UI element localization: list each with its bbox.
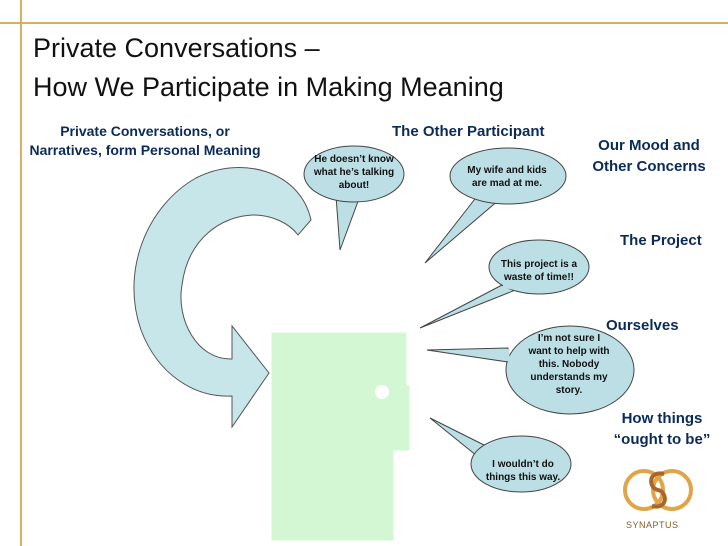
page-title-line-2: How We Participate in Making Meaning <box>33 72 504 102</box>
frame-left-line <box>20 0 22 546</box>
label-how-things: How things “ought to be” <box>613 410 711 448</box>
bubble-2-shape <box>424 147 567 264</box>
label-ourselves: Ourselves <box>606 317 679 334</box>
left-caption: Private Conversations, or Narratives, fo… <box>29 123 261 158</box>
label-other-participant: The Other Participant <box>392 123 545 140</box>
bubble-3-text: This project is a waste of time!! <box>500 259 578 283</box>
bubble-1-shape <box>303 145 405 251</box>
bubble-1-text: He doesn’t know what he’s talking about! <box>313 154 395 191</box>
bubble-5-text: I wouldn’t do things this way. <box>485 459 561 483</box>
label-mood: Our Mood and Other Concerns <box>592 137 706 175</box>
page-title-line-1: Private Conversations – <box>33 33 320 63</box>
label-project: The Project <box>620 232 702 249</box>
bubble-2-text: My wife and kids are mad at me. <box>467 165 547 189</box>
head-silhouette <box>271 332 410 541</box>
bubble-5-shape <box>429 417 572 493</box>
synaptus-logo-mark <box>623 469 693 511</box>
bubble-4-shape <box>426 325 635 415</box>
bubble-3-shape <box>419 239 590 329</box>
bubble-4-text: I’m not sure I want to help with this. N… <box>528 333 610 396</box>
frame-top-line <box>0 22 728 24</box>
head-eye <box>375 385 389 399</box>
circular-arrow <box>133 166 312 429</box>
synaptus-logo-text: SYNAPTUS <box>626 520 679 530</box>
